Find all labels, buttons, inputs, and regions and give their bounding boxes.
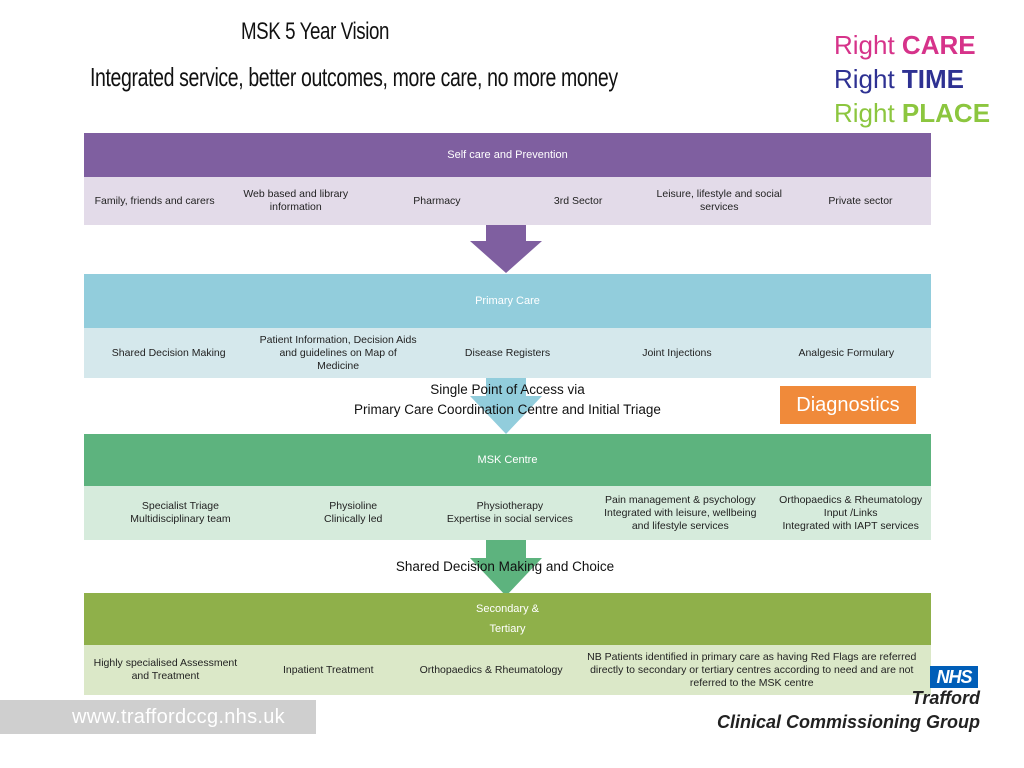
tier-secondary-title-line1: Secondary & bbox=[476, 603, 539, 615]
page-subtitle: Integrated service, better outcomes, mor… bbox=[90, 62, 618, 92]
diagnostics-badge: Diagnostics bbox=[780, 386, 916, 424]
msk-cell: Orthopaedics & Rheumatology Input /Links… bbox=[779, 493, 923, 532]
caption-access-line1: Single Point of Access via bbox=[430, 382, 585, 397]
page-title: MSK 5 Year Vision bbox=[240, 18, 390, 45]
selfcare-cell: Leisure, lifestyle and social services bbox=[656, 188, 783, 213]
slogan-right-care-prefix: Right bbox=[834, 30, 902, 60]
secondary-cell: Highly specialised Assessment and Treatm… bbox=[93, 657, 238, 682]
selfcare-cell: Private sector bbox=[828, 194, 893, 207]
tier-selfcare-row: Family, friends and carers Web based and … bbox=[84, 177, 931, 225]
caption-access-line2: Primary Care Coordination Centre and Ini… bbox=[354, 402, 661, 417]
slogan-right-place-prefix: Right bbox=[834, 98, 902, 128]
secondary-cell: NB Patients identified in primary care a… bbox=[587, 650, 917, 689]
slogan-right-place: Right PLACE bbox=[834, 96, 990, 130]
primary-cell: Shared Decision Making bbox=[111, 346, 226, 359]
tier-primary-header: Primary Care bbox=[84, 274, 931, 328]
msk-cell: Physioline Clinically led bbox=[324, 500, 383, 525]
tier-secondary-title-line2: Tertiary bbox=[489, 623, 526, 635]
tier-secondary-header: Secondary & Tertiary bbox=[84, 593, 931, 645]
selfcare-cell: Family, friends and carers bbox=[94, 194, 215, 207]
secondary-cell: Orthopaedics & Rheumatology bbox=[419, 663, 563, 676]
primary-cell: Disease Registers bbox=[464, 346, 551, 359]
secondary-cell: Inpatient Treatment bbox=[283, 663, 374, 676]
msk-cell: Physiotherapy Expertise in social servic… bbox=[446, 500, 573, 525]
primary-cell: Joint Injections bbox=[642, 346, 712, 359]
arrow-down-green bbox=[470, 540, 542, 596]
msk-cell: Specialist Triage Multidisciplinary team bbox=[130, 500, 231, 525]
tier-selfcare-header: Self care and Prevention bbox=[84, 133, 931, 177]
slogan-time-word: TIME bbox=[901, 64, 965, 94]
selfcare-cell: Pharmacy bbox=[413, 194, 461, 207]
tier-primary-row: Shared Decision Making Patient Informatio… bbox=[84, 328, 931, 378]
caption-shared-decision: Shared Decision Making and Choice bbox=[395, 559, 615, 574]
nhs-logo: NHS bbox=[930, 666, 978, 688]
primary-cell: Analgesic Formulary bbox=[798, 346, 895, 359]
slogan-right-time: Right TIME bbox=[834, 62, 964, 96]
slogan-right-time-prefix: Right bbox=[834, 64, 902, 94]
ccg-label: Clinical Commissioning Group bbox=[716, 712, 980, 732]
slogan-place-word: PLACE bbox=[901, 98, 991, 128]
tier-secondary-row: Highly specialised Assessment and Treatm… bbox=[84, 645, 931, 695]
trafford-label: Trafford bbox=[911, 688, 980, 708]
slogan-right-care: Right CARE bbox=[834, 28, 976, 62]
slogan-care-word: CARE bbox=[901, 30, 976, 60]
tier-msk-header: MSK Centre bbox=[84, 434, 931, 486]
selfcare-cell: Web based and library information bbox=[243, 188, 349, 213]
website-url: www.traffordccg.nhs.uk bbox=[0, 700, 316, 734]
msk-cell: Pain management & psychology Integrated … bbox=[604, 493, 757, 532]
primary-cell: Patient Information, Decision Aids and g… bbox=[259, 333, 417, 372]
tier-msk-row: Specialist Triage Multidisciplinary team… bbox=[84, 486, 931, 540]
arrow-down-purple bbox=[470, 225, 542, 273]
arrow-down-lightblue bbox=[470, 378, 542, 434]
selfcare-cell: 3rd Sector bbox=[553, 194, 603, 207]
